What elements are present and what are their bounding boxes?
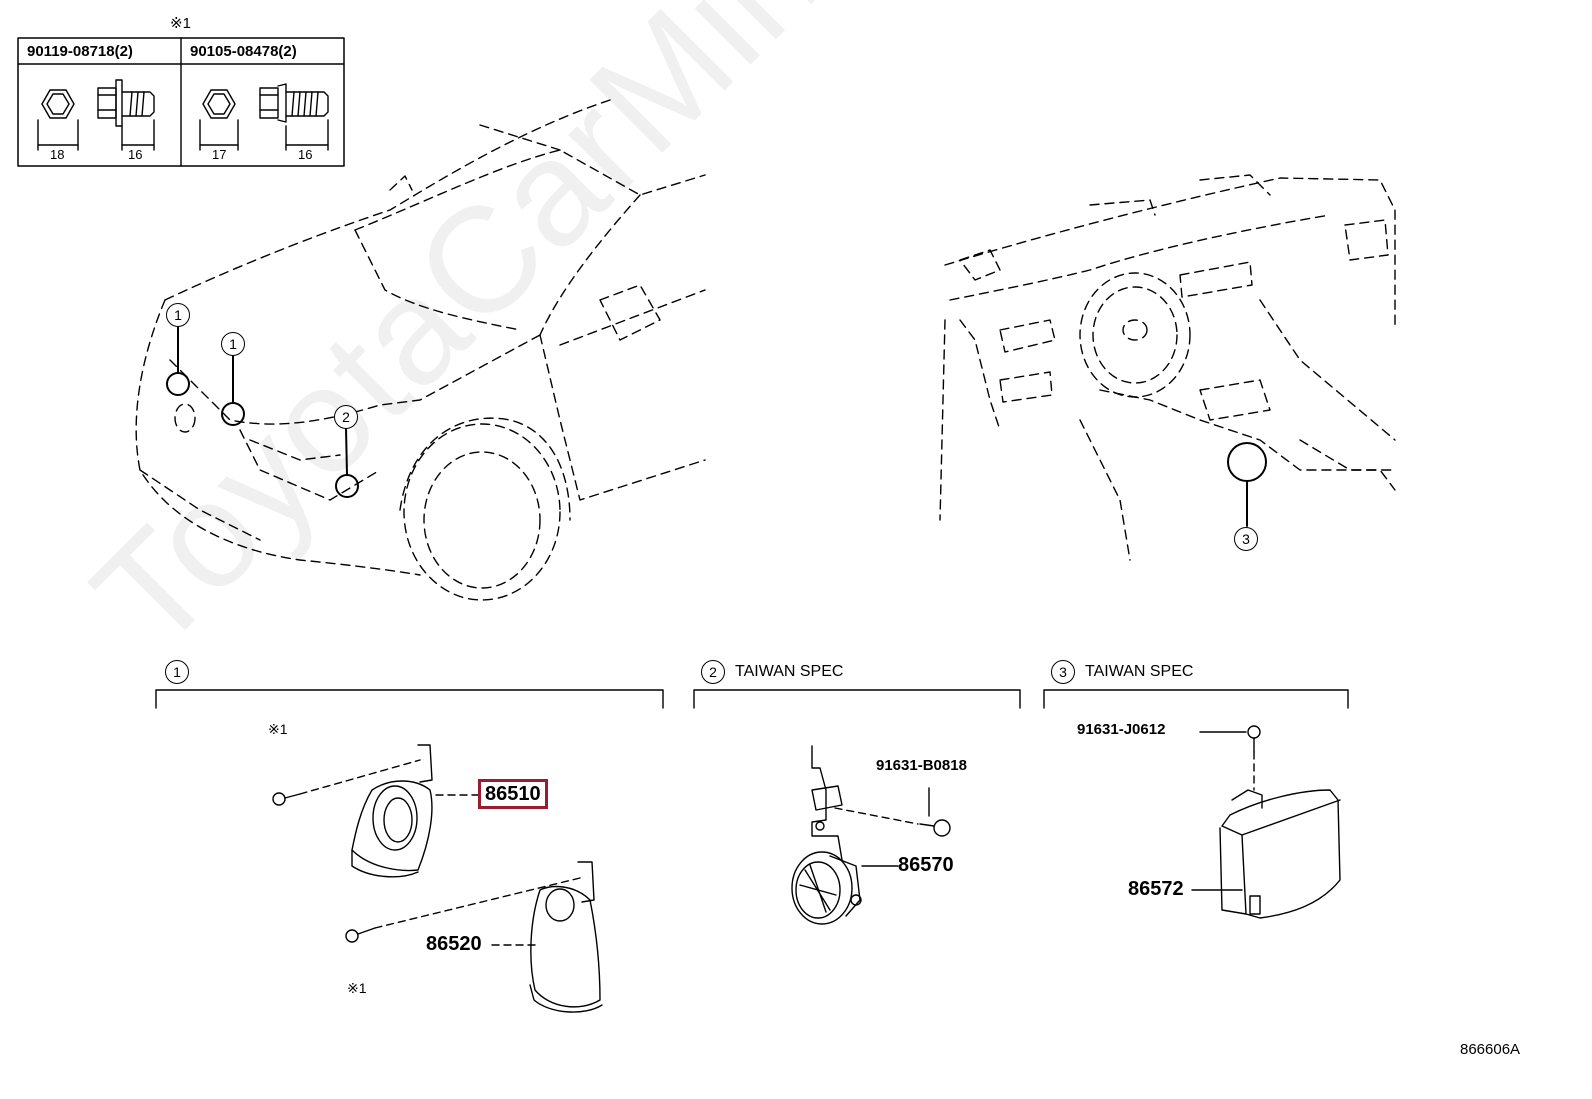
horn-86520-drawing [345, 861, 603, 1013]
horn-86520-leaders [374, 877, 581, 946]
part-86520-label[interactable]: 86520 [426, 933, 482, 955]
part-86572-label[interactable]: 86572 [1128, 878, 1184, 900]
callout-1-left: 1 [166, 303, 190, 327]
part-86510-label[interactable]: 86510 [478, 779, 548, 809]
bolt-2-drawing [199, 83, 329, 151]
siren-86570-leaders [834, 807, 919, 825]
car-front-drawing [135, 99, 706, 601]
dashboard-drawing [939, 174, 1396, 561]
note-mark-upper: ※1 [268, 721, 288, 737]
siren-86570-drawing [791, 745, 951, 925]
bolt-part-2: 90105-08478(2) [190, 43, 297, 60]
bolt-1-head-dim: 18 [50, 147, 65, 162]
section-2-label: TAIWAN SPEC [735, 663, 844, 680]
bolt-2-head-dim: 17 [212, 147, 227, 162]
section-3-number: 3 [1051, 660, 1075, 684]
bolt-j0612-label[interactable]: 91631-J0612 [1077, 721, 1166, 738]
note-mark-lower: ※1 [347, 980, 367, 996]
ecu-86572-drawing [1199, 725, 1341, 919]
diagram-id: 866606A [1460, 1041, 1521, 1058]
horn-86510-leaders [299, 759, 479, 796]
location-markers [166, 326, 1267, 527]
callout-1-right: 1 [221, 332, 245, 356]
section-1-number: 1 [165, 660, 189, 684]
callout-2: 2 [334, 405, 358, 429]
bolt-1-length-dim: 16 [128, 147, 143, 162]
bolt-table-frame [17, 37, 345, 167]
bolt-2-length-dim: 16 [298, 147, 313, 162]
part-86570-label[interactable]: 86570 [898, 854, 954, 876]
section-3-label: TAIWAN SPEC [1085, 663, 1194, 680]
section-brackets [155, 689, 1349, 709]
bolt-b0818-label[interactable]: 91631-B0818 [876, 757, 967, 774]
section-2-number: 2 [701, 660, 725, 684]
horn-86510-drawing [272, 744, 433, 878]
bolt-part-1: 90119-08718(2) [27, 43, 133, 60]
bolt-note-mark: ※1 [170, 15, 191, 32]
callout-3: 3 [1234, 527, 1258, 551]
bolt-1-drawing [37, 79, 155, 151]
